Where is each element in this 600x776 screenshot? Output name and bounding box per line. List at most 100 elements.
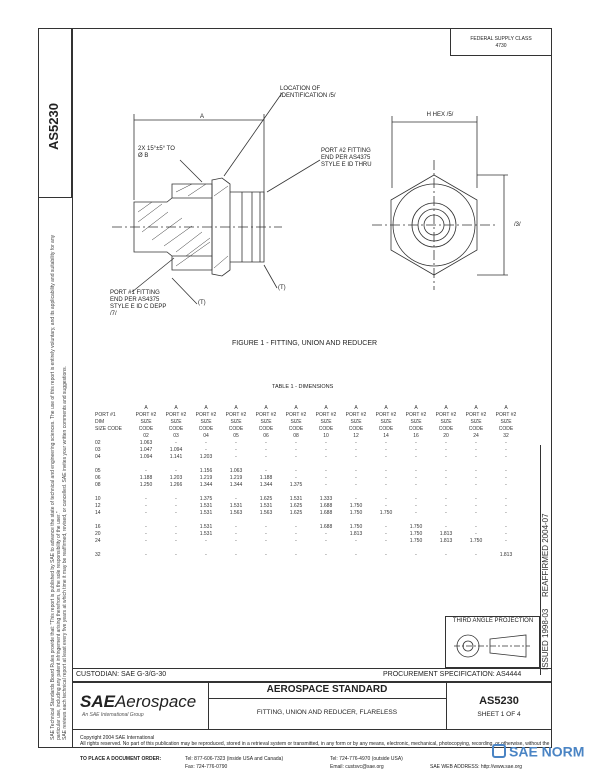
order-fax: Fax: 724-776-0790 bbox=[185, 764, 228, 770]
table-cell: - bbox=[145, 510, 147, 516]
table-cell: 1.375 bbox=[199, 496, 213, 502]
dimension-right-label: /3/ bbox=[514, 222, 521, 228]
table-cell: - bbox=[355, 538, 357, 544]
table-cell: - bbox=[505, 503, 507, 509]
table-cell: - bbox=[445, 552, 447, 558]
table-cell bbox=[161, 517, 191, 524]
table-cell: - bbox=[175, 538, 177, 544]
custodian-label: CUSTODIAN: SAE G-3/G-30 bbox=[76, 671, 167, 678]
table-header-cell: 05 bbox=[233, 433, 239, 439]
table-header-cell: A bbox=[324, 405, 328, 411]
table-header-cell: PORT #2 bbox=[135, 412, 157, 418]
table-cell bbox=[191, 489, 221, 496]
table-cell: - bbox=[205, 552, 207, 558]
table-header-cell: 10 bbox=[323, 433, 329, 439]
table-cell bbox=[491, 517, 521, 524]
order-tel-outside: Tel: 724-776-4970 (outside USA) bbox=[330, 756, 403, 762]
table-cell: 1.156 bbox=[199, 468, 213, 474]
table-header-cell: PORT #2 bbox=[405, 412, 427, 418]
table-header-cell: A bbox=[354, 405, 358, 411]
table-cell bbox=[341, 517, 371, 524]
table-cell: 1.625 bbox=[259, 496, 273, 502]
table-cell: - bbox=[475, 531, 477, 537]
table-cell: 1.047 bbox=[139, 447, 153, 453]
copyright-line: Copyright 2004 SAE International bbox=[80, 735, 155, 741]
table-header-cell: DIM bbox=[95, 419, 105, 425]
dimensions-table: A A A A A A A A A A A A A PORT #1 PORT #… bbox=[95, 405, 521, 559]
table-cell: 1.063 bbox=[229, 468, 243, 474]
table-cell: - bbox=[505, 482, 507, 488]
table-header-cell: 32 bbox=[503, 433, 509, 439]
document-title: FITTING, UNION AND REDUCER, FLARELESS bbox=[256, 709, 398, 716]
sae-aerospace-logo: SAEAerospace bbox=[80, 692, 196, 712]
table-header-cell: CODE bbox=[288, 426, 304, 432]
copyright-rights: All rights reserved. No part of this pub… bbox=[80, 741, 550, 747]
table-cell: - bbox=[175, 503, 177, 509]
table-row bbox=[95, 461, 521, 468]
watermark-icon bbox=[492, 744, 506, 759]
table-cell: - bbox=[295, 454, 297, 460]
table-row-size-code bbox=[95, 545, 131, 552]
table-header-dim-row: A A A A A A A A A A A A A bbox=[95, 405, 521, 412]
table-header-cell: CODE bbox=[168, 426, 184, 432]
table-cell bbox=[221, 545, 251, 552]
table-header-cell: PORT #2 bbox=[195, 412, 217, 418]
dimension-a-top: A bbox=[200, 114, 205, 120]
table-cell: 1.188 bbox=[139, 475, 153, 481]
table-cell: - bbox=[415, 503, 417, 509]
right-strip-divider bbox=[540, 445, 541, 675]
table-cell: - bbox=[235, 531, 237, 537]
table-header-cell: SIZE bbox=[500, 419, 512, 425]
table-cell: - bbox=[295, 538, 297, 544]
table-header-cell: SIZE bbox=[200, 419, 212, 425]
table-header-cell: PORT #2 bbox=[465, 412, 487, 418]
table-cell: 1.333 bbox=[319, 496, 333, 502]
table-cell: - bbox=[385, 538, 387, 544]
drawing-frame bbox=[72, 28, 552, 748]
table-row-size-code: 05 bbox=[95, 468, 101, 474]
figure-caption: FIGURE 1 - FITTING, UNION AND REDUCER bbox=[232, 340, 378, 347]
sae-web-address[interactable]: SAE WEB ADDRESS: http://www.sae.org bbox=[430, 764, 522, 770]
table-row-size-code: 04 bbox=[95, 454, 101, 460]
table-cell bbox=[161, 461, 191, 468]
table-cell: - bbox=[505, 454, 507, 460]
table-cell bbox=[491, 489, 521, 496]
table-header-code-row: SIZE CODE CODE CODE CODE CODE CODE CODE … bbox=[95, 426, 521, 433]
table-cell bbox=[491, 545, 521, 552]
table-cell: 1.688 bbox=[319, 524, 333, 530]
table-title: TABLE 1 - DIMENSIONS bbox=[272, 384, 334, 390]
table-cell bbox=[191, 517, 221, 524]
table-cell bbox=[161, 489, 191, 496]
table-cell: 1.203 bbox=[199, 454, 213, 460]
table-cell: - bbox=[445, 440, 447, 446]
table-cell: - bbox=[445, 503, 447, 509]
table-cell: - bbox=[415, 468, 417, 474]
table-row-size-code: 08 bbox=[95, 482, 101, 488]
table-header-cell: SIZE bbox=[410, 419, 422, 425]
order-email: Email: custsvc@sae.org bbox=[330, 764, 384, 770]
table-cell bbox=[371, 517, 401, 524]
table-cell: - bbox=[415, 454, 417, 460]
table-cell: - bbox=[475, 510, 477, 516]
table-cell: - bbox=[475, 496, 477, 502]
table-header-cell: CODE bbox=[138, 426, 154, 432]
table-cell bbox=[431, 489, 461, 496]
table-cell bbox=[221, 517, 251, 524]
table-header-cell: A bbox=[204, 405, 208, 411]
table-cell bbox=[461, 545, 491, 552]
table-cell: 1.563 bbox=[259, 510, 273, 516]
third-angle-projection-label: THIRD ANGLE PROJECTION bbox=[452, 618, 534, 624]
sae-logo-subtitle: An SAE International Group bbox=[82, 712, 144, 718]
table-cell: - bbox=[355, 454, 357, 460]
table-cell: - bbox=[415, 552, 417, 558]
table-cell: 1.750 bbox=[349, 524, 363, 530]
table-header-cell: 03 bbox=[173, 433, 179, 439]
table-header-cell: A bbox=[264, 405, 268, 411]
table-cell bbox=[311, 489, 341, 496]
table-cell: - bbox=[325, 538, 327, 544]
table-header-cell: SIZE bbox=[290, 419, 302, 425]
table-row-size-code: 10 bbox=[95, 496, 101, 502]
table-cell: - bbox=[355, 475, 357, 481]
